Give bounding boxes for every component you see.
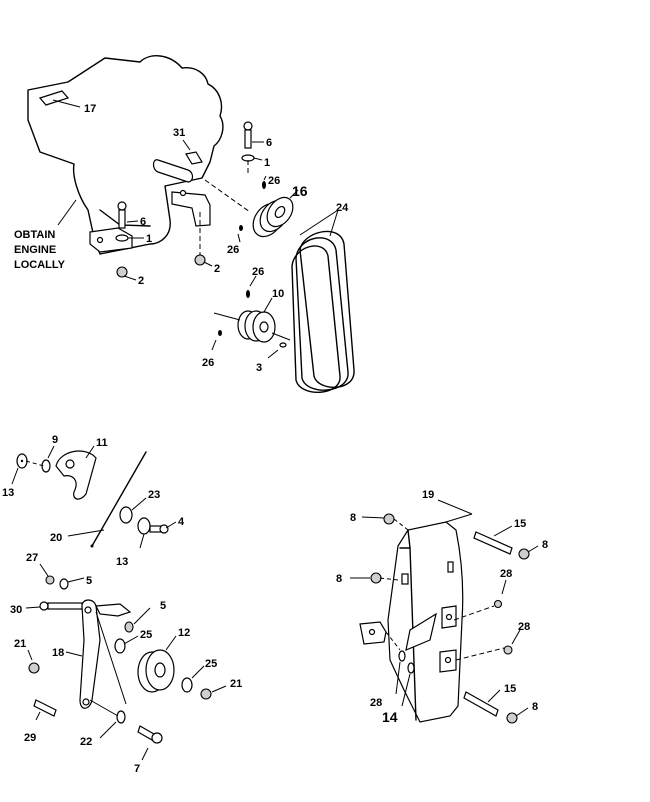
lower-left-leader-lines (11, 445, 227, 761)
rod-20 (90, 451, 147, 548)
setscrews-26 (218, 181, 266, 336)
pulley-16 (252, 196, 294, 238)
nuts-2 (116, 254, 206, 278)
pulley-10 (237, 310, 276, 343)
nut-21-right (200, 688, 212, 700)
nut-21-left (28, 662, 40, 674)
engine-tag (38, 90, 70, 106)
bracket-11 (55, 450, 97, 500)
callout-16: 16 (292, 183, 308, 199)
washer-13-mid (137, 517, 151, 535)
callout-10: 10 (272, 288, 284, 300)
callout-1-left: 1 (146, 233, 152, 245)
vbelts-24 (291, 230, 355, 394)
screw-29 (33, 699, 57, 717)
washer-25-right (181, 677, 193, 693)
callout-4: 4 (178, 516, 185, 528)
key-part-31 (152, 151, 203, 183)
washer-5-top (59, 578, 69, 590)
callout-9: 9 (52, 434, 58, 446)
callout-22: 22 (80, 736, 92, 748)
idler-pulley-12 (137, 649, 175, 693)
callout-14: 14 (382, 709, 398, 725)
callout-12: 12 (178, 627, 190, 639)
engine-note-line-2: ENGINE (14, 244, 56, 256)
callout-28-bottom: 28 (370, 697, 382, 709)
key-3 (279, 342, 287, 348)
engine-note-line-1: OBTAIN (14, 229, 55, 241)
callout-3: 3 (256, 362, 262, 374)
callout-31: 31 (173, 127, 185, 139)
nuts-28 (398, 599, 513, 674)
bolt-4 (149, 524, 169, 534)
bolts-15 (463, 531, 513, 717)
callout-11: 11 (96, 437, 108, 449)
callout-18: 18 (52, 647, 64, 659)
washer-13-top (16, 453, 28, 469)
callout-27: 27 (26, 552, 38, 564)
callout-13-top: 13 (2, 487, 14, 499)
callout-23: 23 (148, 489, 160, 501)
assembly-leader-lines (52, 99, 339, 359)
callout-13-mid: 13 (116, 556, 128, 568)
callout-15-top: 15 (514, 518, 526, 530)
callout-25-left: 25 (140, 629, 152, 641)
callout-28-top: 28 (500, 568, 512, 580)
washer-5-right (124, 621, 134, 633)
guard-leader-lines (350, 499, 539, 717)
bolt-30 (39, 601, 83, 611)
nut-27 (45, 575, 55, 585)
callout-26-top: 26 (268, 175, 280, 187)
callout-6-left: 6 (140, 216, 146, 228)
callout-24: 24 (336, 202, 349, 214)
callout-8-top: 8 (350, 512, 356, 524)
bolt-6-left (115, 201, 129, 242)
callout-5-right: 5 (160, 600, 166, 612)
callout-20: 20 (50, 532, 62, 544)
washer-23 (119, 506, 133, 524)
callout-8-right: 8 (542, 539, 548, 551)
mount-bracket-left-guard (359, 621, 387, 645)
callout-8-bottom: 8 (532, 701, 538, 713)
callout-26-pulley: 26 (252, 266, 264, 278)
callout-30: 30 (10, 604, 22, 616)
belt-guard-19 (387, 521, 464, 723)
callout-7: 7 (134, 763, 140, 775)
engine-mount-bracket-left (89, 227, 133, 253)
callout-26-low: 26 (202, 357, 214, 369)
washer-22 (116, 710, 126, 724)
callout-19: 19 (422, 489, 434, 501)
engine-mount-bracket-right (171, 189, 211, 227)
callout-1-top: 1 (264, 157, 270, 169)
engine-note-line-3: LOCALLY (14, 259, 66, 271)
callout-17: 17 (84, 103, 96, 115)
callout-15-bottom: 15 (504, 683, 516, 695)
callout-26-mid: 26 (227, 244, 239, 256)
idler-arm-18 (79, 599, 132, 709)
callout-21-right: 21 (230, 678, 242, 690)
callout-25-right: 25 (205, 658, 217, 670)
bolt-7 (137, 725, 163, 744)
callout-29: 29 (24, 732, 36, 744)
callout-5-top: 5 (86, 575, 92, 587)
callout-6-top: 6 (266, 137, 272, 149)
washer-25-left (114, 638, 126, 654)
spacer-9 (41, 459, 51, 473)
callout-28-right: 28 (518, 621, 530, 633)
callout-8-left: 8 (336, 573, 342, 585)
callout-2-right: 2 (214, 263, 220, 275)
callout-21-left: 21 (14, 638, 26, 650)
callout-2-left: 2 (138, 275, 144, 287)
